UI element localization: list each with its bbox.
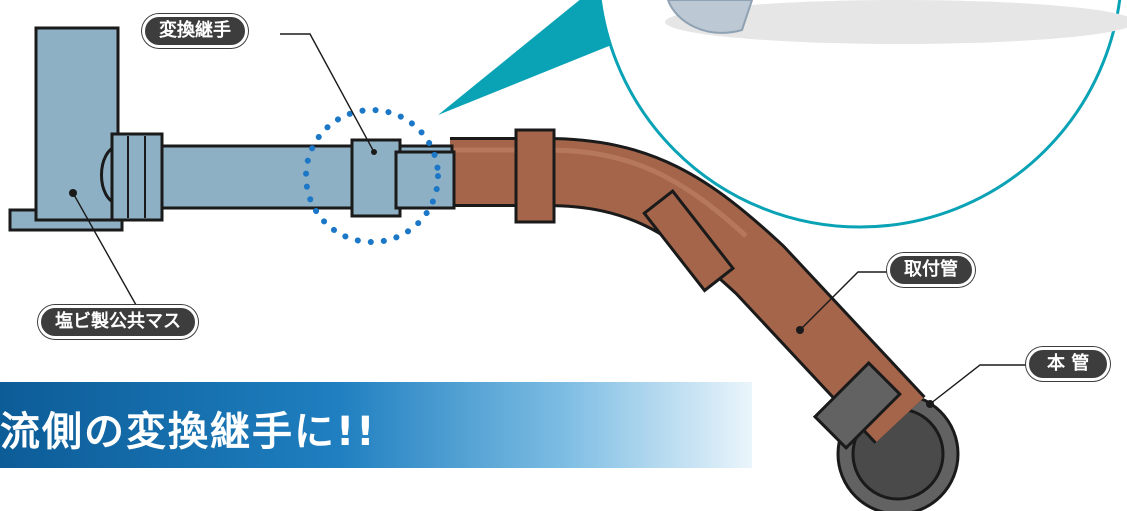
headline-banner: 流側の変換継手に!! [0,382,752,468]
lateral-pipe [450,128,926,450]
headline-text: 流側の変換継手に!! [0,409,377,455]
joint-label: 変換継手 [142,14,248,48]
lateral-pipe-label: 取付管 [887,253,975,287]
zoom-photo-joint [666,0,754,34]
masu-label: 塩ビ製公共マス [38,305,198,339]
zoom-circle [598,0,1122,229]
zoom-photo-shadow [665,0,1127,44]
conversion-joint [350,138,456,218]
joint-highlight-circle [303,107,441,245]
main-pipe-label: 本 管 [1026,347,1111,381]
pvc-masu [8,26,124,232]
